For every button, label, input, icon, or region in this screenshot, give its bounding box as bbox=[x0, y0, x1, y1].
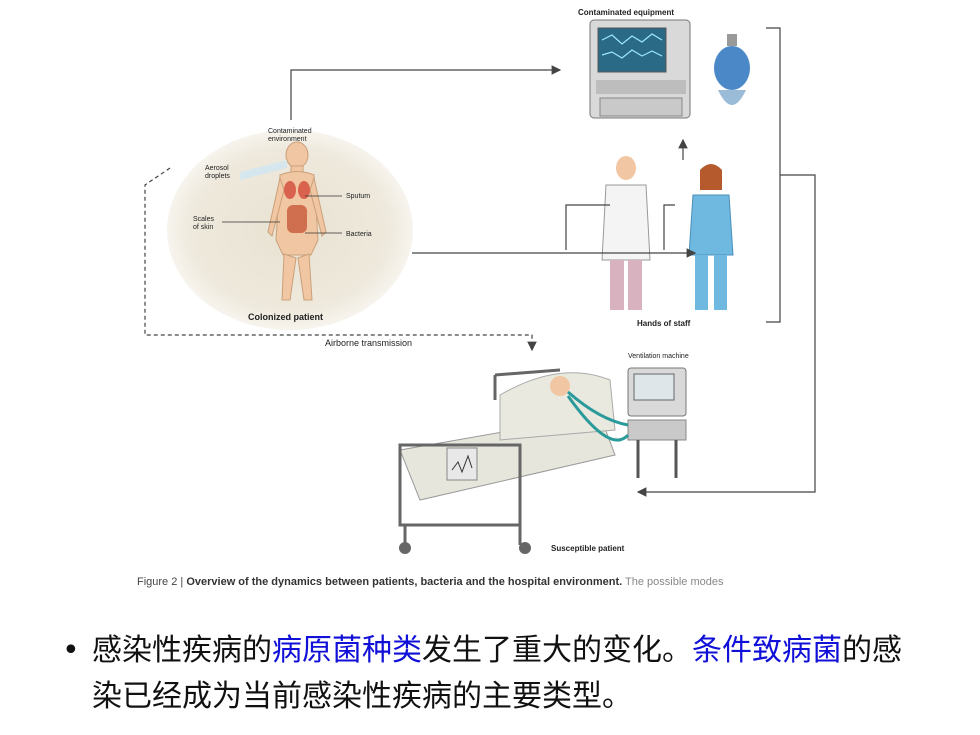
transmission-arrows bbox=[144, 27, 816, 497]
hands-of-staff-label: Hands of staff bbox=[637, 319, 691, 328]
contaminated-environment-label: Contaminated bbox=[268, 128, 312, 135]
transmission-diagram: Contaminated environment Aerosol droplet… bbox=[137, 8, 816, 588]
aerosol-label-2: droplets bbox=[205, 173, 230, 180]
ventilation-machine-label: Ventilation machine bbox=[628, 353, 689, 360]
susceptible-patient-label: Susceptible patient bbox=[551, 544, 625, 553]
text-segment: 发生了重大的变化。 bbox=[422, 633, 692, 668]
figure-caption: Figure 2 | Overview of the dynamics betw… bbox=[137, 576, 724, 588]
text-segment: 的感染已经成为当前感染性疾病的主要类型。 bbox=[92, 633, 902, 714]
scales-label-2: of skin bbox=[193, 224, 213, 231]
text-segment: 感染性疾病的 bbox=[92, 633, 272, 668]
highlight-opportunistic-pathogens: 条件致病菌 bbox=[692, 633, 842, 668]
contaminated-environment-label-2: environment bbox=[268, 136, 307, 143]
colonized-patient-label: Colonized patient bbox=[248, 312, 323, 322]
colonized-patient-labels: Contaminated environment Aerosol droplet… bbox=[193, 128, 372, 322]
sputum-label: Sputum bbox=[346, 193, 370, 200]
susceptible-patient-illustration: Ventilation machine Susceptible patient bbox=[398, 353, 689, 554]
bullet-symbol: • bbox=[62, 633, 80, 668]
colonized-patient-illustration bbox=[167, 130, 413, 330]
highlight-pathogen-types: 病原菌种类 bbox=[272, 633, 422, 668]
bullet-text: 感染性疾病的病原菌种类发生了重大的变化。条件致病菌的感染已经成为当前感染性疾病的… bbox=[92, 628, 922, 720]
contaminated-equipment-label: Contaminated equipment bbox=[578, 8, 674, 17]
airborne-transmission-label: Airborne transmission bbox=[325, 338, 412, 348]
staff-illustration: Hands of staff bbox=[601, 156, 734, 328]
aerosol-label: Aerosol bbox=[205, 165, 229, 172]
bacteria-label: Bacteria bbox=[346, 231, 372, 238]
scales-label: Scales bbox=[193, 216, 215, 223]
bullet-point: • 感染性疾病的病原菌种类发生了重大的变化。条件致病菌的感染已经成为当前感染性疾… bbox=[62, 628, 922, 720]
contaminated-equipment-illustration: Contaminated equipment bbox=[578, 8, 750, 119]
